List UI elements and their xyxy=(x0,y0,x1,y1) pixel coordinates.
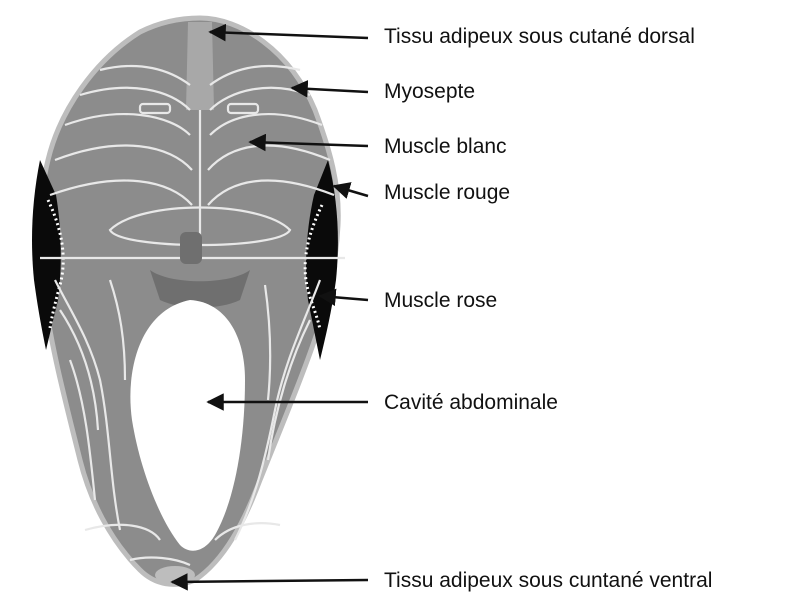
label-abdominal-cavity: Cavité abdominale xyxy=(384,392,558,413)
label-white-muscle: Muscle blanc xyxy=(384,136,507,157)
spine xyxy=(180,232,202,264)
label-ventral-fat: Tissu adipeux sous cuntané ventral xyxy=(384,570,712,591)
label-red-muscle: Muscle rouge xyxy=(384,182,510,203)
dorsal-fat-tissue xyxy=(186,22,214,110)
label-dorsal-fat: Tissu adipeux sous cutané dorsal xyxy=(384,26,695,47)
label-myosepte: Myosepte xyxy=(384,81,475,102)
label-pink-muscle: Muscle rose xyxy=(384,290,497,311)
arrow-ventral-fat xyxy=(172,580,368,582)
